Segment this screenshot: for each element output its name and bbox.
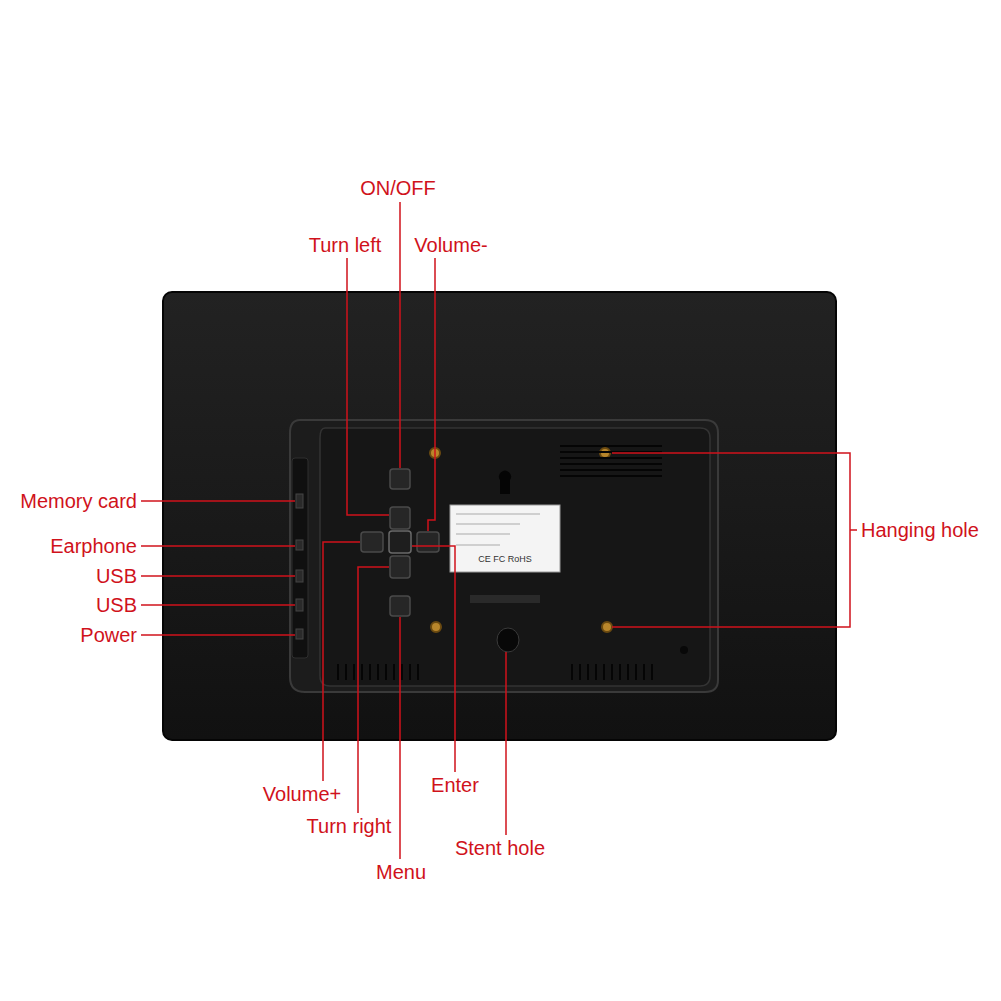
port-label: Power xyxy=(80,624,137,646)
vent-slot xyxy=(619,664,621,680)
vent-slot xyxy=(643,664,645,680)
back-housing xyxy=(290,420,718,692)
vent-slot xyxy=(369,664,371,680)
vent-slot xyxy=(560,445,662,447)
vent-slot xyxy=(361,664,363,680)
vent-slot xyxy=(393,664,395,680)
back-panel xyxy=(320,428,710,686)
vent-slot xyxy=(560,475,662,477)
sticker xyxy=(450,505,560,572)
port-label: USB xyxy=(96,565,137,587)
button-label: Volume+ xyxy=(263,783,341,805)
button-label: Turn left xyxy=(309,234,382,256)
vent-slot xyxy=(377,664,379,680)
small-hole xyxy=(680,646,688,654)
vent-slot xyxy=(401,664,403,680)
vent-slot xyxy=(560,463,662,465)
vent-slot xyxy=(635,664,637,680)
button-label: Volume- xyxy=(414,234,487,256)
ports xyxy=(296,494,303,639)
vent-slot xyxy=(345,664,347,680)
leader-lines xyxy=(141,202,857,859)
vent-slot xyxy=(651,664,653,680)
keyhole xyxy=(499,471,511,494)
button-label: Enter xyxy=(431,774,479,796)
certification-text: CE FC RoHS xyxy=(478,555,532,565)
port-label: Memory card xyxy=(20,490,137,512)
vent-slot xyxy=(587,664,589,680)
vent-slot xyxy=(385,664,387,680)
hole-label: Stent hole xyxy=(455,837,545,859)
button-label: Turn right xyxy=(307,815,392,837)
port-label: Earphone xyxy=(50,535,137,557)
vent-slot xyxy=(417,664,419,680)
vent-slot xyxy=(595,664,597,680)
port-strip xyxy=(292,458,308,658)
barcode-strip xyxy=(470,595,540,603)
frame-body xyxy=(163,292,836,740)
vent-slot xyxy=(603,664,605,680)
sticker-lines xyxy=(456,514,540,545)
vent-slot xyxy=(409,664,411,680)
vent-slot xyxy=(353,664,355,680)
buttons xyxy=(361,469,439,616)
vent-slot xyxy=(560,457,662,459)
vent-slot xyxy=(560,469,662,471)
vent-slot xyxy=(627,664,629,680)
vents xyxy=(338,446,662,680)
vent-slot xyxy=(579,664,581,680)
port-label: USB xyxy=(96,594,137,616)
vent-slot xyxy=(611,664,613,680)
vent-slot xyxy=(571,664,573,680)
button-label: Menu xyxy=(376,861,426,883)
hole-label: Hanging hole xyxy=(861,519,979,541)
vent-slot xyxy=(337,664,339,680)
button-label: ON/OFF xyxy=(360,177,436,199)
stent-hole xyxy=(497,628,519,652)
